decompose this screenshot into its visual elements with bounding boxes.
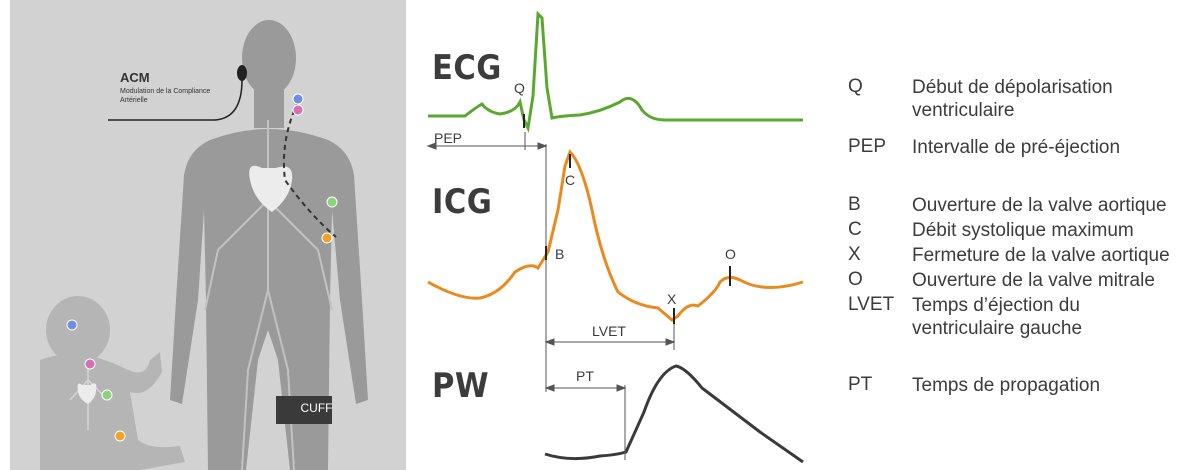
sensor-green-baby xyxy=(101,389,113,401)
acm-title: ACM xyxy=(120,70,150,85)
sensor-pink-neck xyxy=(292,104,304,116)
legend-key: B xyxy=(848,194,861,215)
legend-desc: Ouverture de la valve aortique xyxy=(912,195,1167,216)
body-illustration-panel: ACM Modulation de la Compliance Artériel… xyxy=(10,0,406,470)
lvet-arrow xyxy=(544,338,676,346)
pw-trace xyxy=(544,364,804,464)
icg-title: ICG xyxy=(432,182,493,222)
icg-trace xyxy=(427,149,804,322)
sensor-orange-baby xyxy=(114,430,126,442)
sensor-orange-arm xyxy=(321,232,333,244)
legend-desc: Ouverture de la valve mitrale xyxy=(912,270,1155,291)
point-ticks xyxy=(523,114,731,324)
acm-subtitle: Modulation de la Compliance Artérielle xyxy=(120,88,211,104)
legend-desc: Début de dépolarisation ventriculaire xyxy=(912,77,1113,121)
legend-key: PEP xyxy=(848,136,887,157)
legend-desc: Temps de propagation xyxy=(912,375,1101,396)
legend-key: Q xyxy=(848,76,863,97)
baby-heart-icon xyxy=(77,383,97,404)
sensor-blue-neck xyxy=(292,93,304,105)
label-q: Q xyxy=(514,80,525,96)
body-illustration xyxy=(40,20,368,470)
pw-title: PW xyxy=(432,366,490,406)
legend-desc: Temps d’éjection du ventriculaire gauche xyxy=(912,295,1083,339)
sensor-blue-baby xyxy=(66,319,78,331)
label-b: B xyxy=(555,246,565,262)
cuff-label: CUFF xyxy=(300,401,333,415)
label-pep: PEP xyxy=(434,130,463,146)
label-x: X xyxy=(667,291,677,307)
label-o: O xyxy=(725,246,736,262)
label-lvet: LVET xyxy=(592,323,626,339)
legend-desc: Débit systolique maximum xyxy=(912,220,1134,241)
sensor-pink-baby xyxy=(84,358,96,370)
legend-key: C xyxy=(848,219,862,240)
legend-desc: Intervalle de pré-éjection xyxy=(912,137,1121,158)
legend-key: LVET xyxy=(848,294,895,315)
ecg-trace xyxy=(428,10,803,133)
pt-arrow xyxy=(544,384,627,392)
waveform-panel: ECG ICG PW Q PEP C B O X LVET PT Q Début… xyxy=(420,0,1195,470)
adult-veins xyxy=(204,120,333,470)
legend-desc: Fermeture de la valve aortique xyxy=(912,245,1170,266)
legend-key: PT xyxy=(848,374,873,395)
heart-icon xyxy=(249,165,293,212)
ecg-title: ECG xyxy=(432,48,502,88)
label-pt: PT xyxy=(576,368,594,384)
acm-cable xyxy=(108,79,243,121)
label-c: C xyxy=(565,172,576,188)
sensor-green-arm xyxy=(326,196,338,208)
cuff-band xyxy=(276,396,332,424)
baby-silhouette xyxy=(40,296,185,470)
legend-key: X xyxy=(848,244,861,265)
adult-silhouette xyxy=(170,20,368,470)
legend-key: O xyxy=(848,269,863,290)
marker-lines xyxy=(524,132,675,460)
acm-ear-sensor xyxy=(237,65,247,81)
waveform-diagram xyxy=(426,10,804,464)
pep-arrow xyxy=(426,142,548,150)
